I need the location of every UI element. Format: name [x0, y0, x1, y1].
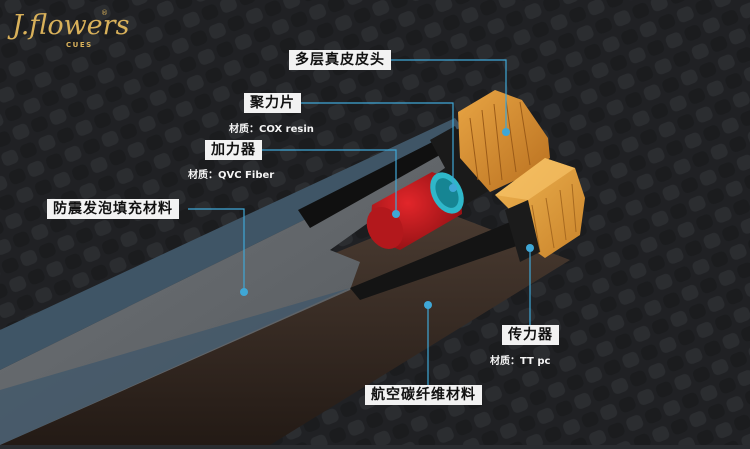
brand-logo: J.flowers [12, 10, 130, 41]
label-ferrule-material: 材质：COX resin [229, 124, 314, 135]
shaft-upper-wall [0, 118, 470, 370]
shaft-lower-wall [0, 288, 350, 445]
label-shaft: 航空碳纤维材料 [365, 385, 482, 405]
label-booster-material: 材质：QVC Fiber [188, 170, 275, 181]
ferrule-plate [298, 128, 470, 228]
label-transmitter: 传力器 [502, 325, 559, 345]
label-tip: 多层真皮皮头 [289, 50, 391, 70]
leader-dots [240, 128, 534, 309]
brand-logo-sub: CUES [66, 41, 93, 49]
leather-tip [458, 90, 550, 192]
label-booster: 加力器 [205, 140, 262, 160]
label-foam: 防震发泡填充材料 [47, 199, 179, 219]
registered-mark: ® [101, 9, 108, 17]
inner-sleeve [350, 218, 540, 300]
label-transmitter-material: 材质：TT pc [490, 356, 551, 367]
label-ferrule: 聚力片 [244, 93, 301, 113]
